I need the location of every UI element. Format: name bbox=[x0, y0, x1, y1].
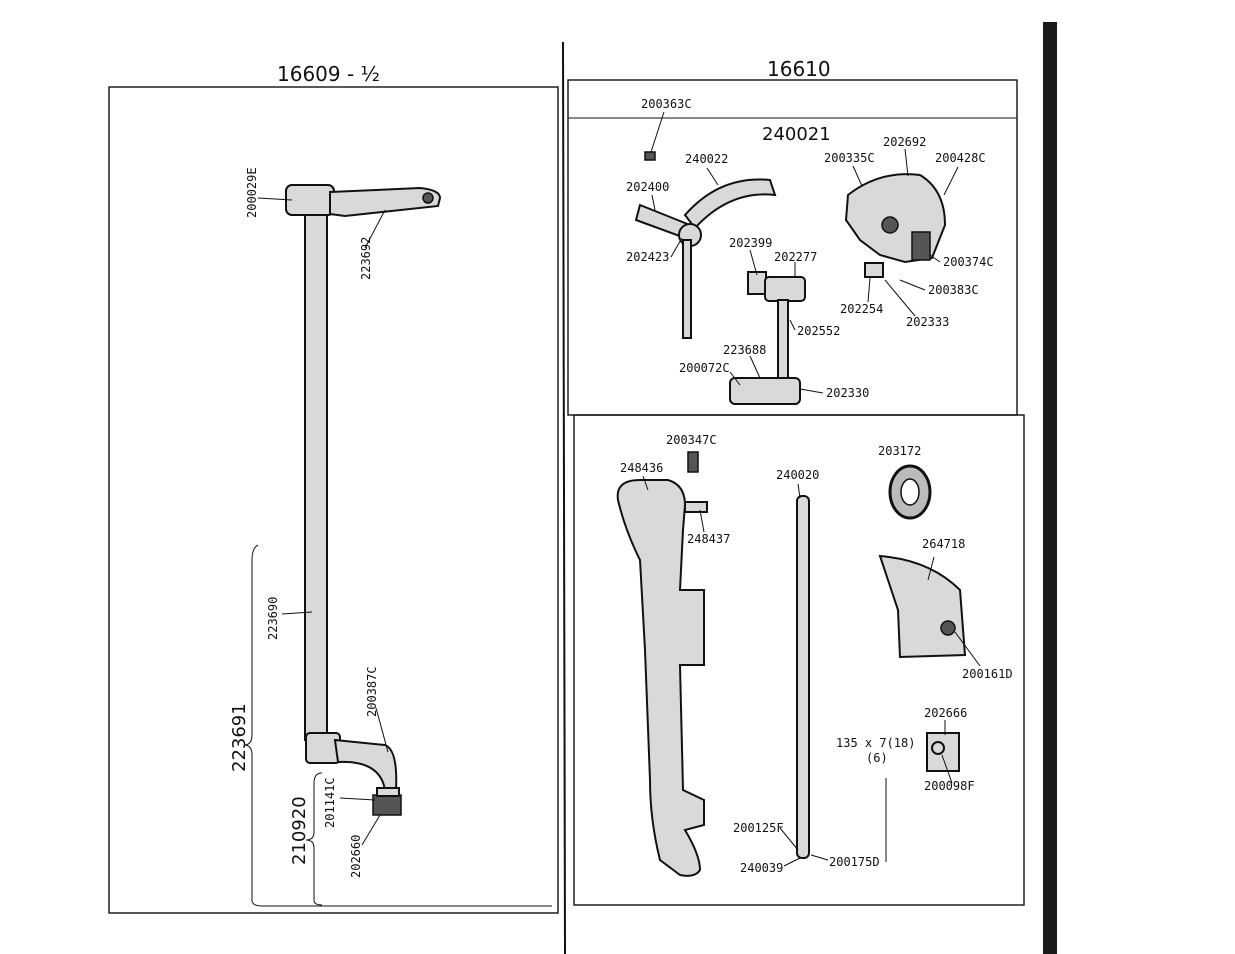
label-223692: 223692 bbox=[359, 237, 373, 280]
label-200363C: 200363C bbox=[641, 97, 692, 111]
label-200029E: 200029E bbox=[245, 167, 259, 218]
label-6: (6) bbox=[866, 751, 888, 765]
label-200428C: 200428C bbox=[935, 151, 986, 165]
label-202277: 202277 bbox=[774, 250, 817, 264]
label-240020: 240020 bbox=[776, 468, 819, 482]
right-edge-bar bbox=[1043, 22, 1057, 954]
label-202552: 202552 bbox=[797, 324, 840, 338]
label-203172: 203172 bbox=[878, 444, 921, 458]
label-248436: 248436 bbox=[620, 461, 663, 475]
label-240022: 240022 bbox=[685, 152, 728, 166]
label-202399: 202399 bbox=[729, 236, 772, 250]
label-200072C: 200072C bbox=[679, 361, 730, 375]
label-201141C: 201141C bbox=[323, 777, 337, 828]
label-223691: 223691 bbox=[229, 703, 250, 772]
label-240039: 240039 bbox=[740, 861, 783, 875]
label-200383C: 200383C bbox=[928, 283, 979, 297]
label-202400: 202400 bbox=[626, 180, 669, 194]
right-bottom-frame bbox=[573, 414, 1025, 906]
label-200161D: 200161D bbox=[962, 667, 1013, 681]
label-202330: 202330 bbox=[826, 386, 869, 400]
top-parts-drawing bbox=[634, 151, 947, 405]
label-200374C: 200374C bbox=[943, 255, 994, 269]
label-223690: 223690 bbox=[266, 597, 280, 640]
left-title: 16609 - ½ bbox=[277, 62, 380, 86]
label-223688: 223688 bbox=[723, 343, 766, 357]
rod-assembly-drawing bbox=[285, 184, 442, 816]
label-200098F: 200098F bbox=[924, 779, 975, 793]
label-240021: 240021 bbox=[762, 124, 831, 145]
label-210920: 210920 bbox=[289, 796, 310, 865]
label-248437: 248437 bbox=[687, 532, 730, 546]
label-202692: 202692 bbox=[883, 135, 926, 149]
label-202333: 202333 bbox=[906, 315, 949, 329]
bottom-parts-drawing bbox=[616, 451, 967, 877]
label-200387C: 200387C bbox=[365, 666, 379, 717]
label-200335C: 200335C bbox=[824, 151, 875, 165]
label-264718: 264718 bbox=[922, 537, 965, 551]
label-200125F: 200125F bbox=[733, 821, 784, 835]
label-200175D: 200175D bbox=[829, 855, 880, 869]
label-135x7-18: 135 x 7(18) bbox=[836, 736, 915, 750]
label-202660: 202660 bbox=[349, 835, 363, 878]
right-title: 16610 bbox=[767, 57, 831, 81]
center-divider bbox=[562, 41, 566, 954]
label-202423: 202423 bbox=[626, 250, 669, 264]
label-202666: 202666 bbox=[924, 706, 967, 720]
left-frame bbox=[108, 86, 559, 914]
label-200347C: 200347C bbox=[666, 433, 717, 447]
label-202254: 202254 bbox=[840, 302, 883, 316]
